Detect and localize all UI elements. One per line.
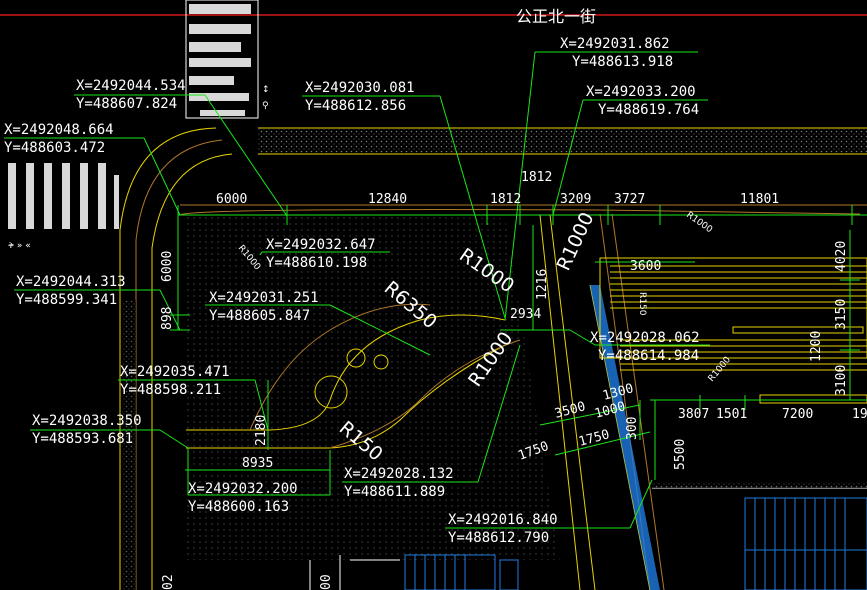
coord-y: Y=488599.341	[16, 292, 117, 308]
bicycle-icon: ⚲	[262, 101, 269, 111]
coord-x: X=2492038.350	[32, 413, 142, 429]
dim-label: 5500	[673, 439, 688, 470]
dim-label: 3600	[630, 259, 661, 274]
coord-y: Y=488619.764	[598, 102, 699, 118]
bicycle-icon: ↕	[262, 85, 270, 95]
dim-label: 300	[625, 417, 640, 440]
dim-label: 12840	[368, 192, 407, 207]
coord-x: X=2492044.313	[16, 274, 126, 290]
steps	[599, 257, 867, 404]
leader-lines	[4, 51, 710, 529]
radius-label: R1000	[553, 209, 599, 274]
coord-x: X=2492032.647	[266, 237, 376, 253]
coord-y: Y=488611.889	[344, 484, 445, 500]
coord-y: Y=488612.856	[305, 98, 406, 114]
dim-label: 3807	[678, 407, 709, 422]
dim-label: 1200	[809, 331, 824, 362]
dim-label: 6000	[216, 192, 247, 207]
coord-y: Y=488614.984	[598, 348, 699, 364]
coord-y: Y=488593.681	[32, 431, 133, 447]
dim-label: 898	[160, 307, 175, 330]
coord-x: X=2492035.471	[120, 364, 230, 380]
coordinate-labels: X=2492031.862 Y=488613.918 X=2492044.534…	[4, 36, 700, 546]
coord-x: X=2492031.251	[209, 290, 319, 306]
coord-y: Y=488605.847	[209, 308, 310, 324]
dim-label: 1750	[577, 427, 611, 450]
dimension-lines	[170, 205, 867, 480]
coord-x: X=2492032.200	[188, 481, 298, 497]
road-edges	[119, 127, 867, 590]
radius-label: R1000	[707, 355, 734, 384]
dim-label: 1812	[521, 170, 552, 185]
coord-x: X=2492028.132	[344, 466, 454, 482]
coord-x: X=2492028.062	[590, 330, 700, 346]
coord-y: Y=488598.211	[120, 382, 221, 398]
direction-arrows-icon: ቅ » «	[8, 241, 31, 251]
blue-structures	[404, 497, 867, 590]
coord-y: Y=488610.198	[266, 255, 367, 271]
dim-label: 7200	[782, 407, 813, 422]
dim-label: 3100	[834, 365, 849, 396]
coord-y: Y=488600.163	[188, 499, 289, 515]
dim-label: 1216	[535, 269, 550, 300]
zebra-crossing-left	[8, 163, 119, 229]
coord-x: X=2492016.840	[448, 512, 558, 528]
coord-x: X=2492033.200	[586, 84, 696, 100]
coord-x: X=2492048.664	[4, 122, 114, 138]
coord-y: Y=488612.790	[448, 530, 549, 546]
dim-label: 02	[161, 574, 176, 590]
radius-label: R150	[637, 292, 647, 316]
coord-x: X=2492031.862	[560, 36, 670, 52]
radius-label: R1000	[684, 210, 714, 235]
dim-label: 3727	[614, 192, 645, 207]
dim-label: 8935	[242, 456, 273, 471]
street-section: ↕ ⚲ ቅ » «	[0, 0, 867, 251]
dim-label: 2180	[254, 415, 269, 446]
coord-y: Y=488603.472	[4, 140, 105, 156]
street-name: 公正北一街	[516, 7, 596, 26]
dim-label: 6000	[160, 251, 175, 282]
dim-label: 4020	[834, 241, 849, 272]
coord-x: X=2492030.081	[305, 80, 415, 96]
dim-label: 11801	[740, 192, 779, 207]
dim-label: 1501	[716, 407, 747, 422]
dim-label: 00	[319, 574, 334, 590]
zebra-crossing-top	[189, 4, 251, 116]
coord-x: X=2492044.534	[76, 78, 186, 94]
dim-label: 3150	[834, 299, 849, 330]
dim-label: 3209	[560, 192, 591, 207]
dim-label: 2934	[510, 307, 541, 322]
dim-label: 19	[852, 407, 867, 422]
dim-label: 1812	[490, 192, 521, 207]
coord-y: Y=488613.918	[572, 54, 673, 70]
coord-y: Y=488607.824	[76, 96, 177, 112]
